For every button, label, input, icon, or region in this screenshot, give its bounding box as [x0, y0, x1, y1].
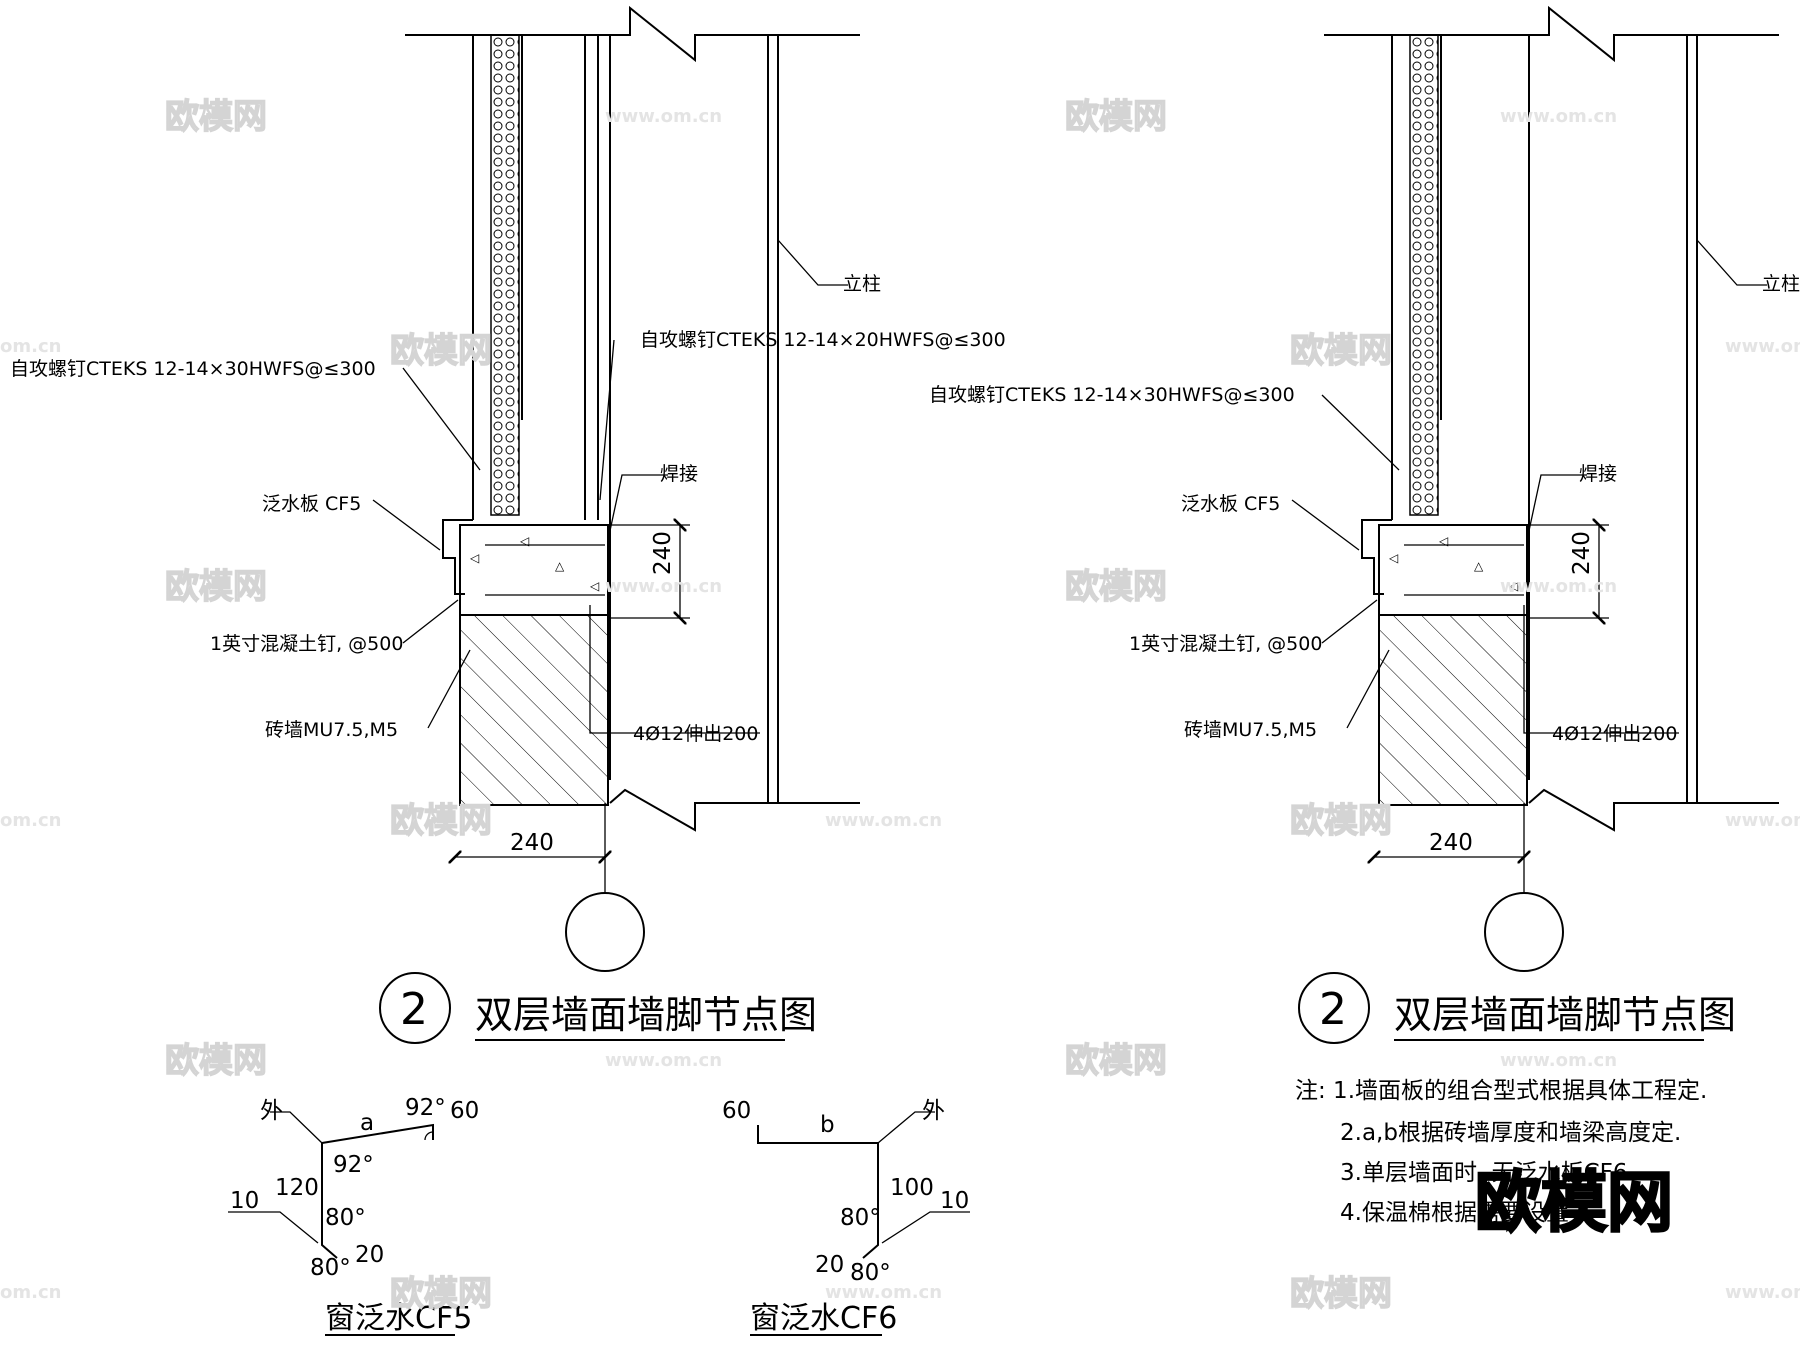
flashing-cf5-left	[442, 519, 473, 595]
note-2: 2.a,b根据砖墙厚度和墙梁高度定.	[1340, 1120, 1681, 1146]
svg-text:◁: ◁	[519, 534, 529, 548]
insulation-foam	[490, 34, 520, 516]
brick-wall	[459, 614, 609, 806]
axis-circle	[565, 892, 645, 972]
label-rebar: 4Ø12伸出200	[633, 723, 759, 745]
detail-left: ◁ ◁ △ ◁	[372, 5, 860, 1044]
label-brick: 砖墙MU7.5,M5	[1184, 719, 1317, 741]
svg-text:◁: ◁	[1438, 534, 1448, 548]
cf5-dim-20: 20	[355, 1242, 384, 1268]
cf5-title: 窗泛水CF5	[325, 1301, 472, 1336]
watermark-url: www.om.cn	[825, 810, 942, 831]
watermark-url: om.cn	[0, 810, 61, 831]
concrete-beam	[459, 524, 609, 616]
flashing-cf6-profile: 60 b 外 100 10 80° 20 80° 窗泛水CF6	[722, 1098, 970, 1336]
detail-right: ◁ ◁ △ ◁	[1291, 5, 1779, 1044]
label-flashing: 泛水板 CF5	[1181, 493, 1280, 515]
watermark-brand: 欧模网	[390, 331, 492, 371]
watermark-url: www.om.cn	[1500, 1050, 1617, 1071]
cf5-angle-top-left: 92°	[333, 1152, 374, 1178]
dim-height: 240	[1569, 531, 1595, 575]
flashing-cf5-profile: 外 a 92° 60 92° 120 10 80° 20 80° 窗泛水CF5	[228, 1095, 479, 1336]
cf5-angle-80-a: 80°	[325, 1205, 366, 1231]
watermark-url: www.om.cn	[605, 106, 722, 127]
notes: 注: 1.墙面板的组合型式根据具体工程定. 2.a,b根据砖墙厚度和墙梁高度定.…	[1295, 1078, 1707, 1226]
detail-title: 双层墙面墙脚节点图	[1394, 993, 1736, 1037]
watermark-brand: 欧模网	[390, 1274, 492, 1314]
steel-column	[767, 35, 779, 803]
labels-left: 立柱 自攻螺钉CTEKS 12-14×30HWFS@≤300 自攻螺钉CTEKS…	[10, 273, 1006, 1037]
top-break-line	[405, 5, 860, 63]
cf5-angle-top-right: 92°	[405, 1095, 446, 1121]
watermark-url: om.cn	[0, 1282, 61, 1303]
note-1: 注: 1.墙面板的组合型式根据具体工程定.	[1295, 1078, 1707, 1104]
cf5-outside: 外	[260, 1098, 283, 1124]
watermarks: 欧模网 www.om.cn 欧模网 www.om.cn 欧模网 om.cn 欧模…	[0, 96, 1800, 1314]
label-flashing: 泛水板 CF5	[262, 493, 361, 515]
cf6-angle-80-b: 80°	[850, 1260, 891, 1286]
svg-text:△: △	[555, 559, 565, 573]
watermark-url: www.om.cn	[1725, 810, 1800, 831]
cf6-title: 窗泛水CF6	[750, 1301, 897, 1336]
watermark-brand: 欧模网	[1065, 1041, 1167, 1081]
detail-number: 2	[1319, 984, 1347, 1035]
cf6-dim-100: 100	[890, 1175, 934, 1201]
watermark-url: www.om.cn	[1725, 336, 1800, 357]
cf5-dim-120: 120	[275, 1175, 319, 1201]
dim-width: 240	[1429, 830, 1473, 856]
watermark-brand: 欧模网	[1065, 97, 1167, 137]
dim-width: 240	[510, 830, 554, 856]
labels-right: 立柱 自攻螺钉CTEKS 12-14×30HWFS@≤300 焊接 泛水板 CF…	[929, 273, 1800, 1037]
watermark-logo: 欧模网	[1475, 1164, 1673, 1241]
label-nail: 1英寸混凝土钉, @500	[210, 633, 403, 655]
watermark-url: www.om.cn	[1500, 576, 1617, 597]
cf6-dim-b: b	[820, 1112, 835, 1138]
label-screw-outer: 自攻螺钉CTEKS 12-14×30HWFS@≤300	[10, 358, 376, 380]
cf6-angle-80-a: 80°	[840, 1205, 881, 1231]
watermark-brand: 欧模网	[1065, 567, 1167, 607]
label-column: 立柱	[1762, 273, 1800, 295]
label-brick: 砖墙MU7.5,M5	[265, 719, 398, 741]
label-weld: 焊接	[1579, 463, 1617, 485]
watermark-url: www.om.cn	[1725, 1282, 1800, 1303]
svg-text:◁: ◁	[469, 551, 479, 565]
detail-title: 双层墙面墙脚节点图	[475, 993, 817, 1037]
watermark-url: www.om.cn	[1500, 106, 1617, 127]
svg-text:◁: ◁	[589, 579, 599, 593]
note-4: 4.保温棉根据需要设置	[1340, 1200, 1569, 1226]
watermark-brand: 欧模网	[165, 567, 267, 607]
cf6-dim-20: 20	[815, 1252, 844, 1278]
watermark-url: om.cn	[0, 336, 61, 357]
cf6-dim-60: 60	[722, 1098, 751, 1124]
detail-number: 2	[400, 984, 428, 1035]
dim-height: 240	[650, 531, 676, 575]
watermark-url: www.om.cn	[605, 576, 722, 597]
label-screw-outer: 自攻螺钉CTEKS 12-14×30HWFS@≤300	[929, 384, 1295, 406]
cf5-dim-60: 60	[450, 1098, 479, 1124]
watermark-brand: 欧模网	[1290, 331, 1392, 371]
watermark-brand: 欧模网	[165, 1041, 267, 1081]
label-weld: 焊接	[660, 463, 698, 485]
cf5-angle-80-b: 80°	[310, 1255, 351, 1281]
watermark-brand: 欧模网	[1290, 1274, 1392, 1314]
cf5-dim-a: a	[360, 1110, 374, 1136]
svg-text:◁: ◁	[1388, 551, 1398, 565]
cf6-outside: 外	[922, 1098, 945, 1124]
watermark-brand: 欧模网	[1290, 801, 1392, 841]
label-column: 立柱	[843, 273, 881, 295]
watermark-brand: 欧模网	[165, 97, 267, 137]
label-screw-inner: 自攻螺钉CTEKS 12-14×20HWFS@≤300	[640, 329, 1006, 351]
watermark-url: www.om.cn	[605, 1050, 722, 1071]
svg-text:◁: ◁	[1508, 579, 1518, 593]
cf6-dim-10: 10	[940, 1188, 969, 1214]
label-nail: 1英寸混凝土钉, @500	[1129, 633, 1322, 655]
cf5-dim-10: 10	[230, 1188, 259, 1214]
watermark-brand: 欧模网	[390, 801, 492, 841]
svg-text:△: △	[1474, 559, 1484, 573]
watermark-url: www.om.cn	[825, 1282, 942, 1303]
note-3: 3.单层墙面时, 无泛水板CF6	[1340, 1160, 1628, 1186]
label-rebar: 4Ø12伸出200	[1552, 723, 1678, 745]
